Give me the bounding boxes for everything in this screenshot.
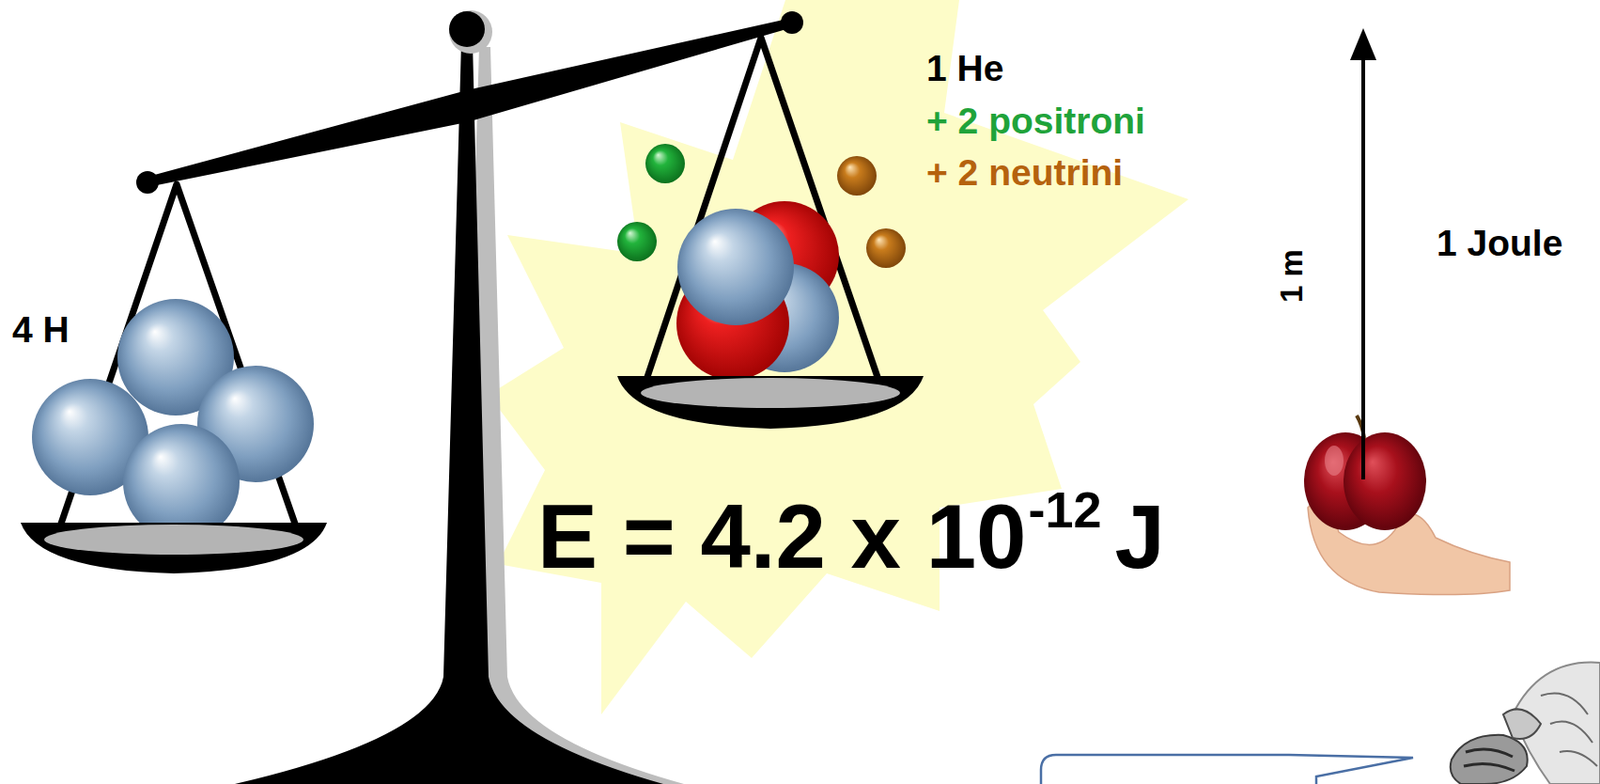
apple-highlight [1324,445,1344,476]
pivot-shadow [449,10,493,54]
positron [617,221,657,262]
particle-label: + 2 neutrini [926,154,1123,191]
pan-strings [646,37,879,380]
beam-end [136,170,159,194]
arrow-head [1350,28,1377,61]
starburst [488,0,1189,715]
energy-label: 1 Joule [1436,224,1563,262]
speech-bubble [1040,754,1414,784]
positron [645,143,685,184]
atom-label: 4 H [12,310,70,348]
pan-dish-inner [640,377,901,408]
neutrino [837,155,877,196]
height-label: 1 m [1275,248,1307,303]
energy-exponent: -12 [1027,483,1102,535]
einstein-figure [1450,662,1600,784]
energy-unit: J [1114,491,1165,582]
energy-formula: E = 4.2 x 10 [537,491,1026,582]
beam [147,17,793,187]
neutrino [866,228,906,268]
pan-dish [20,522,327,574]
apple [1343,432,1427,530]
particle-label: + 2 positroni [926,102,1146,140]
pan-dish-inner [44,524,304,555]
beam-end [780,11,804,34]
pivot-knob [449,11,485,47]
neutron [677,208,794,326]
pan-dish [617,375,924,429]
atom-label: 1 He [926,49,1004,87]
height-arrow [1361,54,1366,480]
